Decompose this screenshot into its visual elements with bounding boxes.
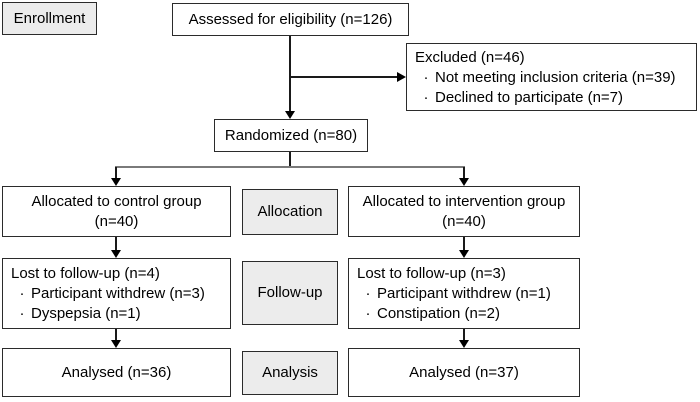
stage-label-enrollment-text: Enrollment [13,9,86,27]
arrowhead-into-followup-control [111,250,121,258]
allocated-control-box: Allocated to control group (n=40) [2,186,231,237]
allocated-intervention-box: Allocated to intervention group (n=40) [348,186,580,237]
analysed-intervention-box: Analysed (n=37) [348,348,580,397]
stage-label-followup-text: Follow-up [257,284,323,301]
excluded-box: Excluded (n=46) · Not meeting inclusion … [406,43,697,111]
lost-control-item: · Dyspepsia (n=1) [17,304,226,324]
lost-control-item-text: Participant withdrew (n=3) [31,285,205,302]
connector-intervention-to-followup [463,237,465,251]
allocated-control-line2: (n=40) [94,212,139,230]
lost-control-title: Lost to follow-up (n=4) [11,265,160,282]
arrowhead-into-analysed-intervention [459,340,469,348]
arrowhead-into-allocated-intervention [459,178,469,186]
lost-intervention-item: · Constipation (n=2) [363,304,575,324]
excluded-title: Excluded (n=46) [415,49,525,66]
allocated-control-line1: Allocated to control group [31,192,202,210]
bullet-icon: · [365,305,371,322]
excluded-item-text: Not meeting inclusion criteria (n=39) [435,69,676,86]
arrowhead-into-allocated-control [111,178,121,186]
assessed-eligibility-text: Assessed for eligibility (n=126) [188,10,393,28]
stage-label-allocation: Allocation [242,189,338,235]
lost-control-item-text: Dyspepsia (n=1) [31,305,141,322]
lost-intervention-item-text: Participant withdrew (n=1) [377,285,551,302]
stage-label-followup: Follow-up [242,261,338,325]
allocated-intervention-line1: Allocated to intervention group [362,192,566,210]
connector-split-to-control [115,167,117,179]
excluded-item: · Declined to participate (n=7) [421,88,692,108]
stage-label-analysis-text: Analysis [262,364,318,381]
connector-followup-to-analysed-control [115,329,117,341]
arrowhead-into-randomized [285,111,295,119]
arrowhead-into-followup-intervention [459,250,469,258]
connector-control-to-followup [115,237,117,251]
lost-intervention-item: · Participant withdrew (n=1) [363,284,575,304]
connector-split-to-intervention [463,167,465,179]
analysed-control-box: Analysed (n=36) [2,348,231,397]
stage-label-allocation-text: Allocation [257,203,323,220]
connector-to-excluded [290,76,397,78]
arrowhead-into-excluded [397,72,406,82]
lost-intervention-item-text: Constipation (n=2) [377,305,500,322]
connector-assessed-to-randomized [289,36,291,112]
stage-label-enrollment: Enrollment [2,2,97,35]
arrowhead-into-analysed-control [111,340,121,348]
analysed-control-text: Analysed (n=36) [61,363,172,381]
assessed-eligibility-box: Assessed for eligibility (n=126) [172,3,409,36]
bullet-icon: · [19,305,25,322]
randomized-text: Randomized (n=80) [224,126,358,144]
bullet-icon: · [423,89,429,106]
connector-randomized-to-split [289,152,291,167]
lost-control-item: · Participant withdrew (n=3) [17,284,226,304]
bullet-icon: · [423,69,429,86]
analysed-intervention-text: Analysed (n=37) [409,363,519,381]
lost-intervention-title: Lost to follow-up (n=3) [357,265,506,282]
connector-split-line [115,166,465,168]
allocated-intervention-line2: (n=40) [442,212,486,230]
excluded-item-text: Declined to participate (n=7) [435,89,624,106]
randomized-box: Randomized (n=80) [214,119,368,152]
connector-followup-to-analysed-intervention [463,329,465,341]
stage-label-analysis: Analysis [242,351,338,395]
excluded-item: · Not meeting inclusion criteria (n=39) [421,68,692,88]
bullet-icon: · [19,285,25,302]
lost-followup-intervention-box: Lost to follow-up (n=3) · Participant wi… [348,258,580,329]
lost-followup-control-box: Lost to follow-up (n=4) · Participant wi… [2,258,231,329]
bullet-icon: · [365,285,371,302]
